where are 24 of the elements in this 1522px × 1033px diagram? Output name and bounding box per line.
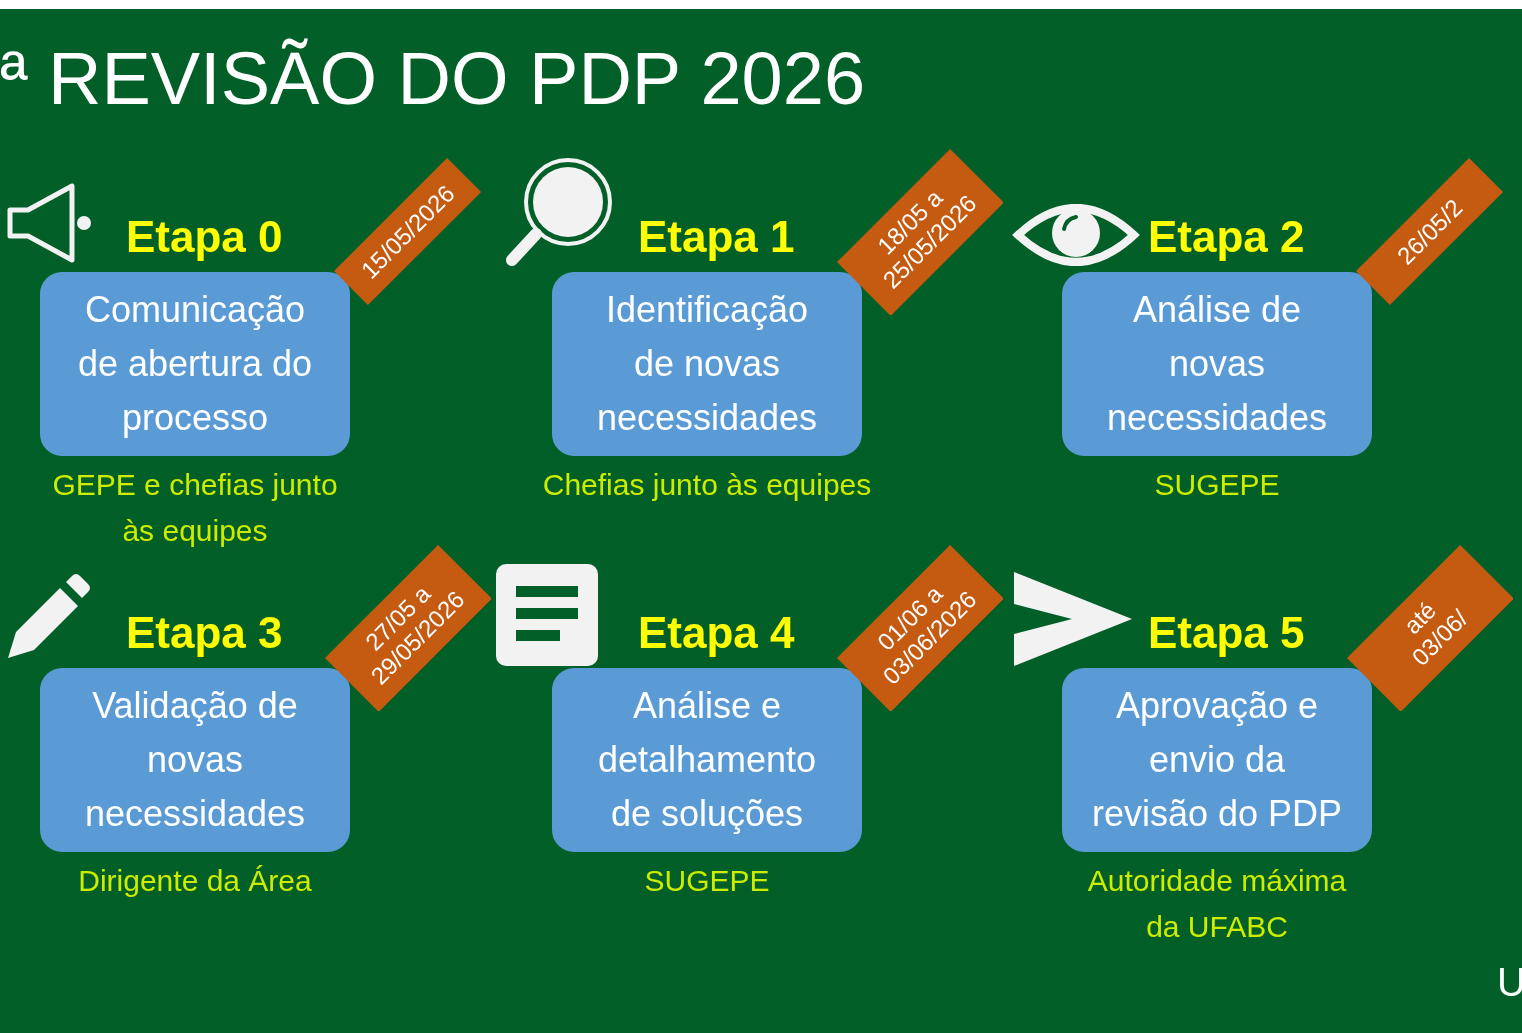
date-ribbon bbox=[1356, 158, 1504, 306]
date-ribbon bbox=[334, 158, 482, 306]
step-heading: Etapa 3 bbox=[126, 611, 283, 655]
step-heading: Etapa 1 bbox=[638, 215, 795, 259]
step-description: Análise de novas necessidades bbox=[1106, 289, 1328, 438]
responsible-label: Dirigente da Área bbox=[78, 864, 312, 897]
date-ribbon bbox=[1346, 544, 1514, 712]
responsible-label: Chefias junto às equipes bbox=[542, 468, 872, 501]
responsible-label: SUGEPE bbox=[644, 864, 770, 897]
date-ribbon bbox=[324, 544, 492, 712]
date-ribbon bbox=[836, 148, 1004, 316]
step-description: Identificação de novas necessidades bbox=[596, 289, 818, 438]
responsible-label: GEPE e chefias junto às equipes bbox=[52, 468, 338, 547]
step-heading: Etapa 2 bbox=[1148, 215, 1305, 259]
responsible-label: Autoridade máxima da UFABC bbox=[1087, 864, 1347, 943]
step-description: Validação de novas necessidades bbox=[84, 685, 306, 834]
step-heading: Etapa 4 bbox=[638, 611, 795, 655]
step-description: Aprovação e envio da revisão do PDP bbox=[1091, 685, 1343, 834]
responsible-label: SUGEPE bbox=[1154, 468, 1280, 501]
step-description: Análise e detalhamento de soluções bbox=[597, 685, 817, 834]
step-heading: Etapa 0 bbox=[126, 215, 283, 259]
step-description: Comunicação de abertura do processo bbox=[77, 289, 313, 438]
step-heading: Etapa 5 bbox=[1148, 611, 1305, 655]
date-ribbon bbox=[836, 544, 1004, 712]
